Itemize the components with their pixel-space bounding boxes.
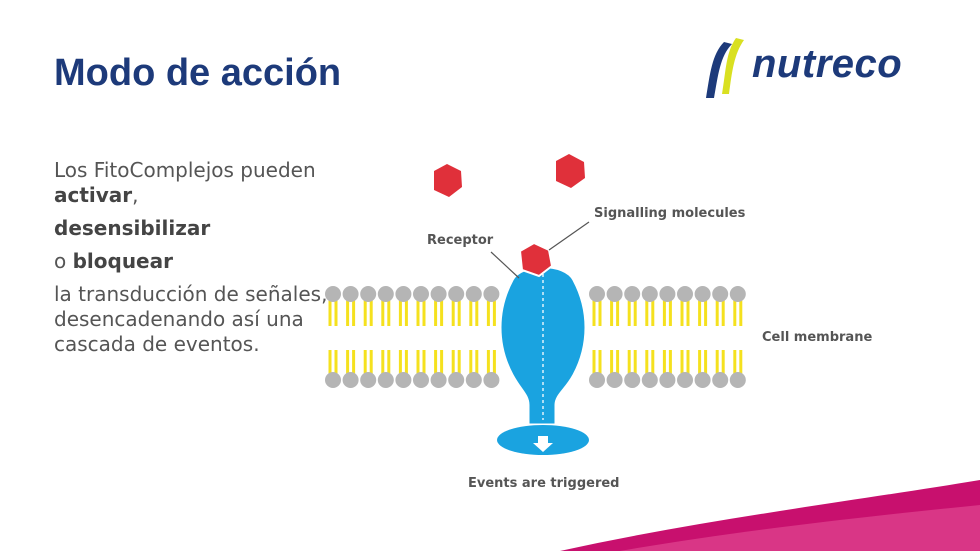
lipid-head (342, 286, 359, 302)
lipid-head (430, 286, 447, 302)
lipid-head (377, 286, 394, 302)
nutreco-logo-mark (706, 38, 744, 98)
lipid-head (606, 286, 623, 302)
body-line-4: la transducción de señales, desencadenan… (54, 282, 328, 356)
lipid-head (465, 372, 482, 388)
lipid-head (606, 372, 623, 388)
lipid-head (677, 286, 693, 302)
lipid-head (659, 286, 676, 302)
lipid-head (694, 286, 711, 302)
lipid-head (694, 372, 711, 388)
lipid-head (395, 286, 412, 302)
signalling-molecule (434, 164, 462, 197)
body-text: Los FitoComplejos pueden activar, desens… (54, 158, 334, 365)
lipid-head (360, 286, 377, 302)
lipid-head (430, 372, 447, 388)
lipid-head (465, 286, 482, 302)
term-activar: activar (54, 183, 133, 207)
lipid-head (360, 372, 377, 388)
lipid-head (589, 286, 605, 302)
term-bloquear: bloquear (72, 249, 173, 273)
label-events-triggered: Events are triggered (468, 476, 620, 491)
bound-signalling-molecule (518, 241, 554, 278)
lipid-head (729, 372, 746, 388)
lipid-head (413, 286, 429, 302)
label-cell-membrane: Cell membrane (762, 330, 873, 345)
signalling-molecule (556, 154, 585, 188)
lipid-head (729, 286, 746, 302)
lipid-head (448, 372, 465, 388)
lipid-head (712, 372, 729, 388)
slide-title: Modo de acción (54, 52, 342, 94)
lipid-head (483, 286, 500, 302)
lipid-head (659, 372, 676, 388)
body-line-1: Los FitoComplejos pueden activar, (54, 158, 316, 207)
receptor-protein (497, 265, 589, 455)
lipid-head (325, 286, 341, 302)
lipid-head (325, 372, 341, 388)
arrow-down-icon (533, 436, 553, 452)
lipid-head (641, 286, 658, 302)
lipid-head (677, 372, 693, 388)
lipid-head (395, 372, 412, 388)
lipid-head (483, 372, 500, 388)
lipid-head (413, 372, 429, 388)
body-line-3: o bloquear (54, 249, 173, 273)
membrane-lipid-heads (325, 286, 746, 388)
lipid-head (377, 372, 394, 388)
lipid-head (342, 372, 359, 388)
lipid-head (712, 286, 729, 302)
lipid-head (624, 286, 641, 302)
term-desensibilizar: desensibilizar (54, 216, 211, 240)
lipid-head (624, 372, 641, 388)
lipid-head (448, 286, 465, 302)
lipid-head (641, 372, 658, 388)
label-signalling-molecules: Signalling molecules (594, 206, 746, 221)
nutreco-logo-text: nutreco (752, 42, 903, 86)
body-line-2: desensibilizar (54, 216, 334, 241)
lipid-head (589, 372, 605, 388)
label-receptor: Receptor (427, 233, 494, 248)
